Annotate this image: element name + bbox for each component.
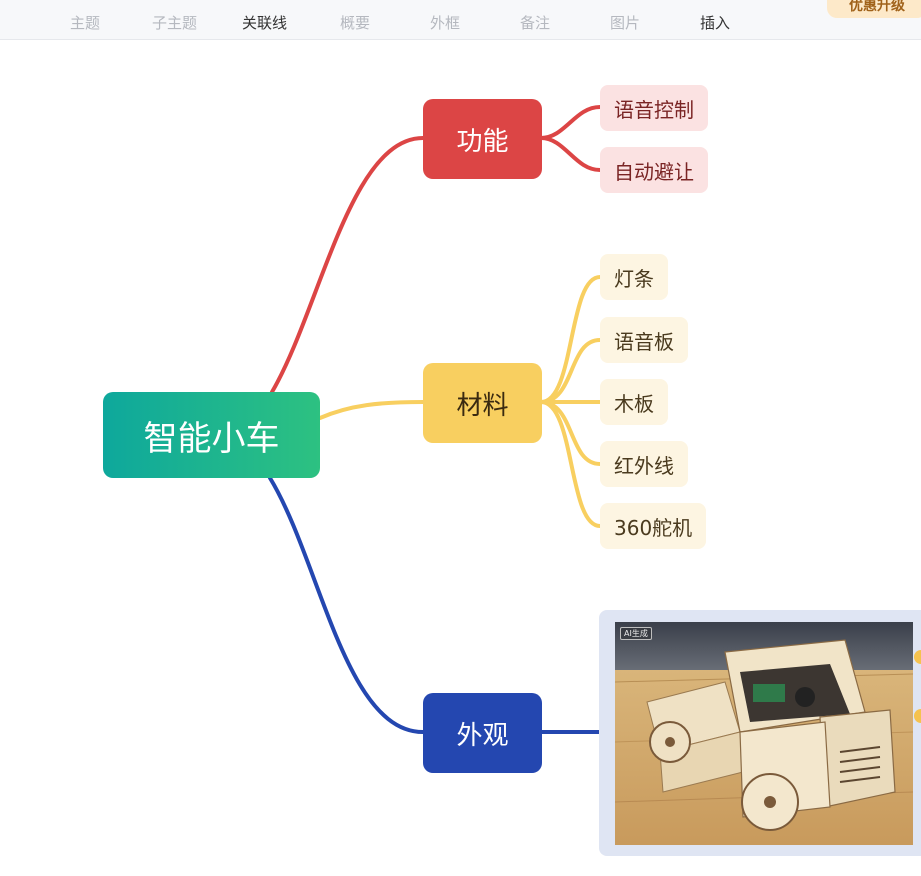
root-topic[interactable]: 智能小车 — [103, 392, 320, 478]
toolbar-insert[interactable]: 插入 — [700, 14, 731, 32]
toolbar-summary[interactable]: 概要 — [340, 14, 371, 32]
link-material-leaf-1 — [539, 275, 602, 404]
topic-material[interactable]: 材料 — [423, 363, 542, 443]
link-root-appearance — [268, 476, 425, 734]
link-root-function — [270, 136, 425, 394]
link-material-leaf-5 — [539, 400, 602, 528]
toolbar-image[interactable]: 图片 — [610, 14, 641, 32]
link-function-leaf-2 — [539, 136, 602, 172]
connector-dot-bottom[interactable] — [914, 709, 921, 723]
link-root-material — [318, 400, 425, 420]
toolbar-boundary[interactable]: 外框 — [430, 14, 461, 32]
image-topic-card[interactable]: AI生成 — [599, 610, 921, 856]
topic-appearance[interactable]: 外观 — [423, 693, 542, 773]
subtopic-auto-avoid[interactable]: 自动避让 — [600, 147, 708, 193]
subtopic-light-strip[interactable]: 灯条 — [600, 254, 668, 300]
wooden-car-photo: AI生成 — [615, 622, 913, 845]
link-function-leaf-1 — [539, 105, 602, 140]
toolbar-relation-line[interactable]: 关联线 — [242, 14, 288, 32]
subtopic-wood-board[interactable]: 木板 — [600, 379, 668, 425]
link-material-leaf-2 — [539, 338, 602, 404]
topic-function[interactable]: 功能 — [423, 99, 542, 179]
upgrade-button[interactable]: 优惠升级 — [827, 0, 921, 18]
toolbar-subtopic[interactable]: 子主题 — [152, 14, 198, 32]
subtopic-infrared[interactable]: 红外线 — [600, 441, 688, 487]
ai-generated-badge: AI生成 — [620, 627, 652, 640]
subtopic-servo-360[interactable]: 360舵机 — [600, 503, 707, 549]
connector-dot-top[interactable] — [914, 650, 921, 664]
subtopic-voice-control[interactable]: 语音控制 — [600, 85, 708, 131]
toolbar-note[interactable]: 备注 — [520, 14, 551, 32]
connector-lines — [268, 105, 602, 734]
subtopic-voice-board[interactable]: 语音板 — [600, 317, 688, 363]
mindmap-canvas[interactable]: 智能小车 功能 材料 外观 语音控制 自动避让 灯条 语音板 木板 红外线 36… — [0, 40, 921, 876]
toolbar: 主题 子主题 关联线 概要 外框 备注 图片 插入 优惠升级 — [0, 0, 921, 40]
toolbar-topic[interactable]: 主题 — [70, 14, 101, 32]
car-illustration — [615, 622, 913, 845]
